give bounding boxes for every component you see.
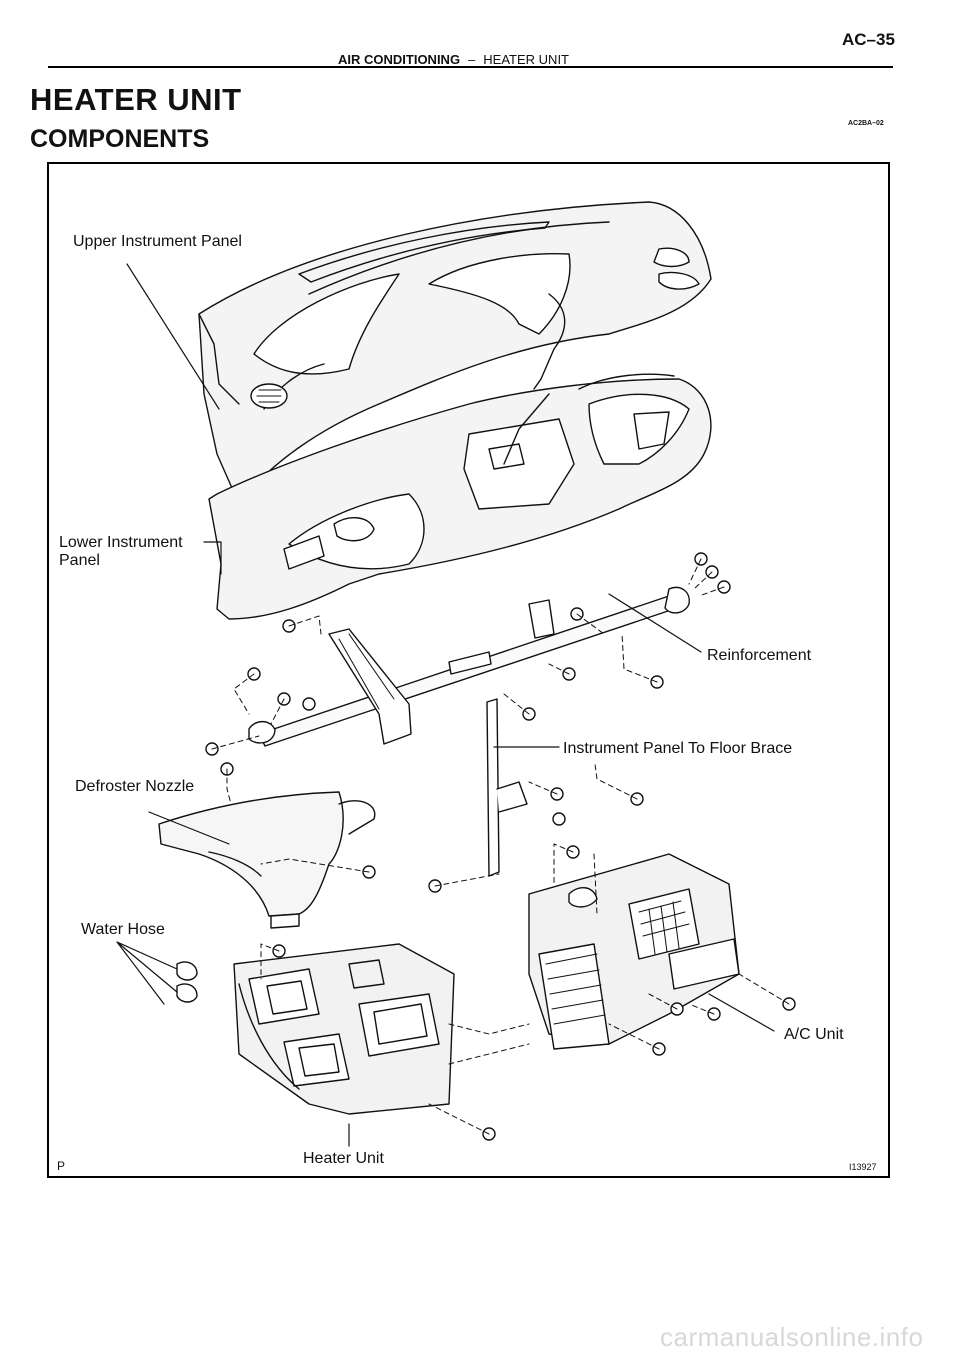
label-heater-unit: Heater Unit xyxy=(303,1150,384,1167)
leader-lines xyxy=(116,263,775,1147)
fasteners xyxy=(205,552,796,1141)
figure-id: I13927 xyxy=(849,1162,877,1172)
exploded-view-drawing xyxy=(116,201,796,1147)
watermark: carmanualsonline.info xyxy=(660,1322,924,1352)
page-number: AC–35 xyxy=(842,30,895,49)
label-water-hose: Water Hose xyxy=(81,921,165,938)
heater-unit-drawing xyxy=(233,943,455,1115)
label-lower-instrument-panel: Lower Instrument Panel xyxy=(59,534,183,571)
page-subtitle: COMPONENTS xyxy=(30,125,210,153)
upper-instrument-panel-drawing xyxy=(198,201,712,505)
subsection-name: HEATER UNIT xyxy=(483,52,570,67)
assembly-lines xyxy=(211,558,790,1135)
ac-unit-drawing xyxy=(528,853,740,1050)
defroster-nozzle-drawing xyxy=(158,791,376,929)
bolt xyxy=(552,812,566,826)
label-lower-instrument-panel-line2: Panel xyxy=(59,552,100,570)
label-lower-instrument-panel-line1: Lower Instrument xyxy=(59,534,183,551)
components-figure: Upper Instrument Panel Lower Instrument … xyxy=(47,162,890,1178)
figure-code: AC2BA–02 xyxy=(848,120,884,127)
label-ac-unit: A/C Unit xyxy=(784,1026,844,1043)
floor-brace-drawing xyxy=(486,698,528,877)
bolt xyxy=(302,697,316,711)
section-name: AIR CONDITIONING xyxy=(338,52,461,67)
water-hose-drawing xyxy=(176,961,198,1003)
page-title: HEATER UNIT xyxy=(30,82,242,117)
figure-corner-letter: P xyxy=(57,1159,66,1173)
label-upper-instrument-panel: Upper Instrument Panel xyxy=(73,233,242,250)
label-reinforcement: Reinforcement xyxy=(707,647,812,664)
header-rule xyxy=(48,66,893,68)
reinforcement-drawing xyxy=(248,586,690,747)
lower-instrument-panel-drawing xyxy=(208,373,712,620)
running-header: AIR CONDITIONING–HEATER UNIT xyxy=(338,52,569,67)
label-defroster-nozzle: Defroster Nozzle xyxy=(75,778,195,795)
header-separator: – xyxy=(468,52,476,67)
label-floor-brace: Instrument Panel To Floor Brace xyxy=(563,740,793,757)
